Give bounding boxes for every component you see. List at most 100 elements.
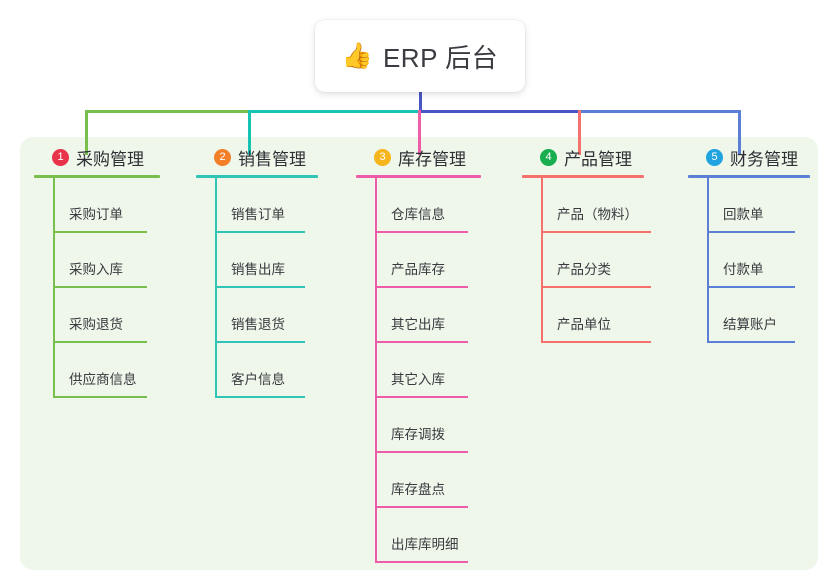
leaf-underline xyxy=(541,231,651,233)
leaf-item[interactable]: 产品（物料） xyxy=(541,178,651,233)
column-underline-3 xyxy=(356,175,481,178)
thumbs-up-icon: 👍 xyxy=(341,41,373,70)
column-badge-1: 1 xyxy=(52,148,69,166)
leaf-label: 产品单位 xyxy=(557,317,611,332)
leaf-underline xyxy=(541,341,651,343)
column-underline-4 xyxy=(522,175,644,178)
leaf-label: 库存调拨 xyxy=(391,427,445,442)
column-badge-4: 4 xyxy=(540,148,557,166)
column-header-3[interactable]: 3 库存管理 xyxy=(356,145,481,169)
leaf-underline xyxy=(707,231,795,233)
leaf-underline xyxy=(215,396,305,398)
stub-col-3 xyxy=(418,110,421,155)
leaf-label: 其它入库 xyxy=(391,372,445,387)
column-title-5: 财务管理 xyxy=(730,149,798,169)
leaf-item[interactable]: 仓库信息 xyxy=(375,178,481,233)
leaf-item[interactable]: 采购退货 xyxy=(53,288,160,343)
column-spine-5 xyxy=(707,178,709,343)
column-badge-3: 3 xyxy=(374,148,391,166)
leaf-label: 销售出库 xyxy=(231,262,285,277)
stub-col-1 xyxy=(85,110,88,155)
root-node[interactable]: 👍 ERP 后台 xyxy=(315,20,525,92)
leaf-item[interactable]: 结算账户 xyxy=(707,288,810,343)
leaf-underline xyxy=(53,231,147,233)
leaf-list-2: 销售订单销售出库销售退货客户信息 xyxy=(215,178,318,398)
leaf-underline xyxy=(375,561,468,563)
leaf-item[interactable]: 产品分类 xyxy=(541,233,651,288)
leaf-list-4: 产品（物料） 产品分类产品单位 xyxy=(541,178,651,343)
leaf-item[interactable]: 出库库明细 xyxy=(375,508,481,563)
column-spine-1 xyxy=(53,178,55,398)
leaf-label: 付款单 xyxy=(723,262,764,277)
diagram-panel xyxy=(20,137,818,570)
leaf-list-3: 仓库信息产品库存其它出库其它入库库存调拨库存盘点出库库明细 xyxy=(375,178,481,563)
leaf-underline xyxy=(707,286,795,288)
leaf-label: 产品（物料） xyxy=(557,207,638,222)
leaf-underline xyxy=(53,396,147,398)
leaf-label: 出库库明细 xyxy=(391,537,459,552)
leaf-label: 产品分类 xyxy=(557,262,611,277)
column-spine-2 xyxy=(215,178,217,398)
leaf-label: 采购入库 xyxy=(69,262,123,277)
root-stem xyxy=(419,92,422,113)
leaf-item[interactable]: 销售出库 xyxy=(215,233,318,288)
leaf-item[interactable]: 采购订单 xyxy=(53,178,160,233)
column-1: 1 采购管理采购订单采购入库采购退货供应商信息 xyxy=(34,145,160,398)
leaf-underline xyxy=(375,451,468,453)
leaf-label: 结算账户 xyxy=(723,317,777,332)
leaf-item[interactable]: 其它出库 xyxy=(375,288,481,343)
leaf-list-5: 回款单付款单结算账户 xyxy=(707,178,810,343)
leaf-item[interactable]: 产品单位 xyxy=(541,288,651,343)
column-3: 3 库存管理仓库信息产品库存其它出库其它入库库存调拨库存盘点出库库明细 xyxy=(356,145,481,563)
column-underline-2 xyxy=(196,175,318,178)
leaf-underline xyxy=(53,341,147,343)
leaf-item[interactable]: 销售订单 xyxy=(215,178,318,233)
leaf-item[interactable]: 库存调拨 xyxy=(375,398,481,453)
leaf-label: 供应商信息 xyxy=(69,372,137,387)
leaf-label: 销售订单 xyxy=(231,207,285,222)
leaf-item[interactable]: 库存盘点 xyxy=(375,453,481,508)
leaf-underline xyxy=(53,286,147,288)
stub-col-4 xyxy=(578,110,581,155)
leaf-underline xyxy=(215,341,305,343)
bus-segment-teal xyxy=(248,110,420,113)
column-badge-5: 5 xyxy=(706,148,723,166)
leaf-item[interactable]: 回款单 xyxy=(707,178,810,233)
bus-segment-green xyxy=(85,110,249,113)
leaf-item[interactable]: 付款单 xyxy=(707,233,810,288)
leaf-underline xyxy=(541,286,651,288)
root-title: ERP 后台 xyxy=(382,42,499,73)
leaf-label: 采购退货 xyxy=(69,317,123,332)
column-spine-3 xyxy=(375,178,377,563)
leaf-label: 回款单 xyxy=(723,207,764,222)
column-underline-1 xyxy=(34,175,160,178)
column-header-1[interactable]: 1 采购管理 xyxy=(34,145,160,169)
leaf-item[interactable]: 其它入库 xyxy=(375,343,481,398)
leaf-label: 仓库信息 xyxy=(391,207,445,222)
bus-segment-indigo xyxy=(418,110,579,113)
leaf-underline xyxy=(215,231,305,233)
leaf-label: 采购订单 xyxy=(69,207,123,222)
column-5: 5 财务管理回款单付款单结算账户 xyxy=(688,145,810,343)
column-title-3: 库存管理 xyxy=(398,149,466,169)
leaf-item[interactable]: 采购入库 xyxy=(53,233,160,288)
column-title-1: 采购管理 xyxy=(76,149,144,169)
leaf-item[interactable]: 供应商信息 xyxy=(53,343,160,398)
column-spine-4 xyxy=(541,178,543,343)
leaf-item[interactable]: 产品库存 xyxy=(375,233,481,288)
stub-col-2 xyxy=(248,110,251,155)
leaf-item[interactable]: 客户信息 xyxy=(215,343,318,398)
leaf-item[interactable]: 销售退货 xyxy=(215,288,318,343)
stub-col-5 xyxy=(738,110,741,155)
leaf-label: 其它出库 xyxy=(391,317,445,332)
leaf-label: 销售退货 xyxy=(231,317,285,332)
leaf-label: 产品库存 xyxy=(391,262,445,277)
column-header-5[interactable]: 5 财务管理 xyxy=(688,145,810,169)
column-underline-5 xyxy=(688,175,810,178)
leaf-underline xyxy=(375,396,468,398)
leaf-underline xyxy=(375,286,468,288)
